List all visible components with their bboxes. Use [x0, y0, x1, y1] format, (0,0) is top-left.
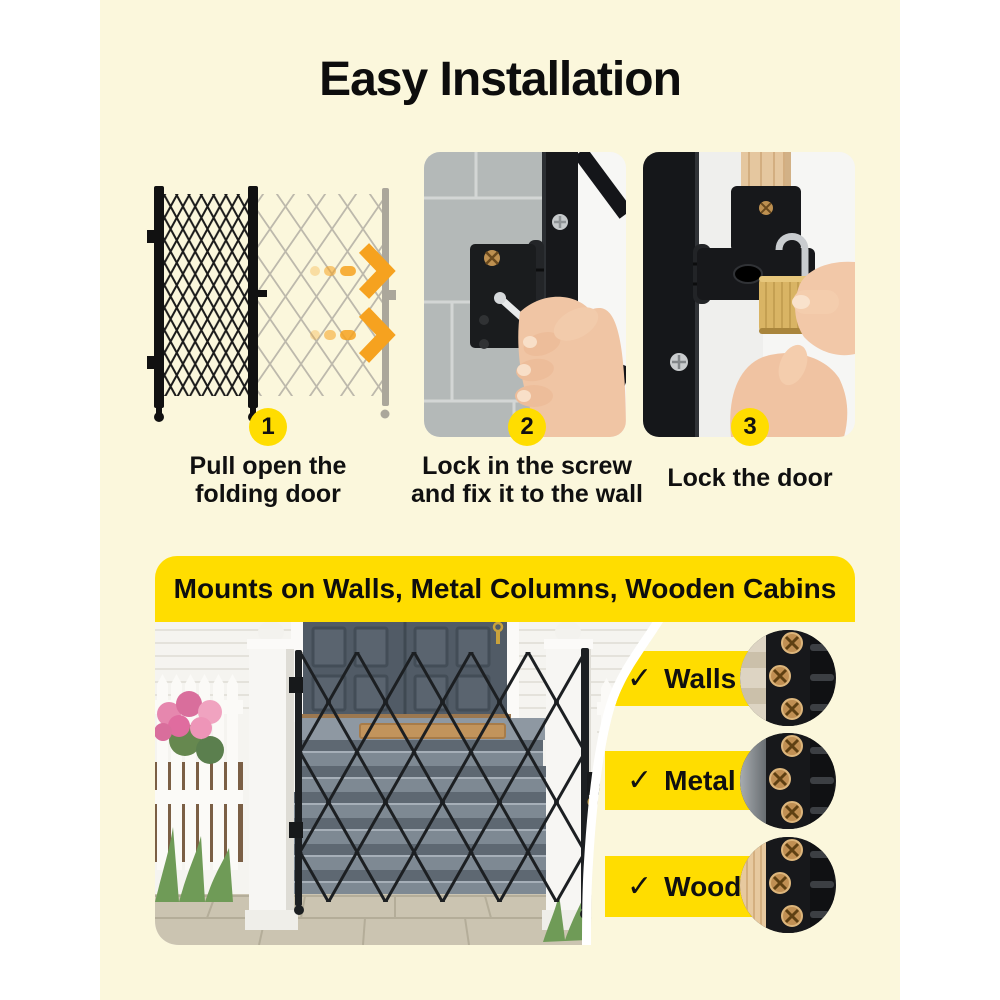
- check-icon: ✓: [627, 764, 653, 797]
- folding-gate-illustration: [147, 186, 396, 422]
- step2-photo-screw-to-wall: [424, 152, 626, 437]
- mount-option-label: Walls: [664, 662, 737, 694]
- page-title: Easy Installation: [319, 53, 682, 106]
- step-number: 3: [743, 413, 757, 440]
- gate-ghost-lattice: [258, 194, 382, 396]
- step1-caption: Pull open the folding door: [146, 452, 390, 508]
- hinge-screws: [769, 735, 803, 823]
- check-icon: ✓: [627, 870, 653, 903]
- inset-metal-mount: [740, 733, 836, 829]
- banner-text: Mounts on Walls, Metal Columns, Wooden C…: [173, 573, 837, 604]
- caption-line: Lock the door: [667, 464, 833, 492]
- padlock-shackle: [775, 233, 809, 278]
- caption-line: Lock in the screw: [422, 452, 632, 480]
- step2-caption: Lock in the screw and fix it to the wall: [405, 452, 649, 508]
- inset-wooden-mount: [740, 837, 836, 933]
- step-number: 1: [261, 413, 275, 440]
- caption-line: folding door: [195, 480, 341, 508]
- grass: [543, 894, 587, 942]
- flower-bush: [155, 691, 224, 764]
- open-direction-arrow: [310, 307, 396, 363]
- security-gate: [289, 648, 600, 919]
- step-badge-1: 1: [249, 408, 287, 446]
- mounts-banner: Mounts on Walls, Metal Columns, Wooden C…: [155, 556, 855, 622]
- mount-option-label: Metal: [664, 764, 736, 796]
- inset-walls-mount: [740, 630, 836, 726]
- open-direction-arrow: [310, 243, 396, 299]
- step3-caption: Lock the door: [628, 464, 872, 492]
- caption-line: and fix it to the wall: [411, 480, 643, 508]
- hinge-screws: [769, 839, 803, 927]
- step-number: 2: [520, 413, 534, 440]
- step3-photo-lock-door: [643, 152, 855, 437]
- porch-post-left: [245, 622, 298, 930]
- step-badge-2: 2: [508, 408, 546, 446]
- caption-line: Pull open the: [189, 452, 347, 480]
- porch-installation-photo: [155, 622, 675, 945]
- mount-bracket: [731, 186, 801, 252]
- grass: [155, 827, 233, 902]
- gate-folded-lattice: [163, 194, 249, 396]
- hinge-screws: [769, 632, 803, 720]
- step-badge-3: 3: [731, 408, 769, 446]
- gate-post: [643, 152, 699, 437]
